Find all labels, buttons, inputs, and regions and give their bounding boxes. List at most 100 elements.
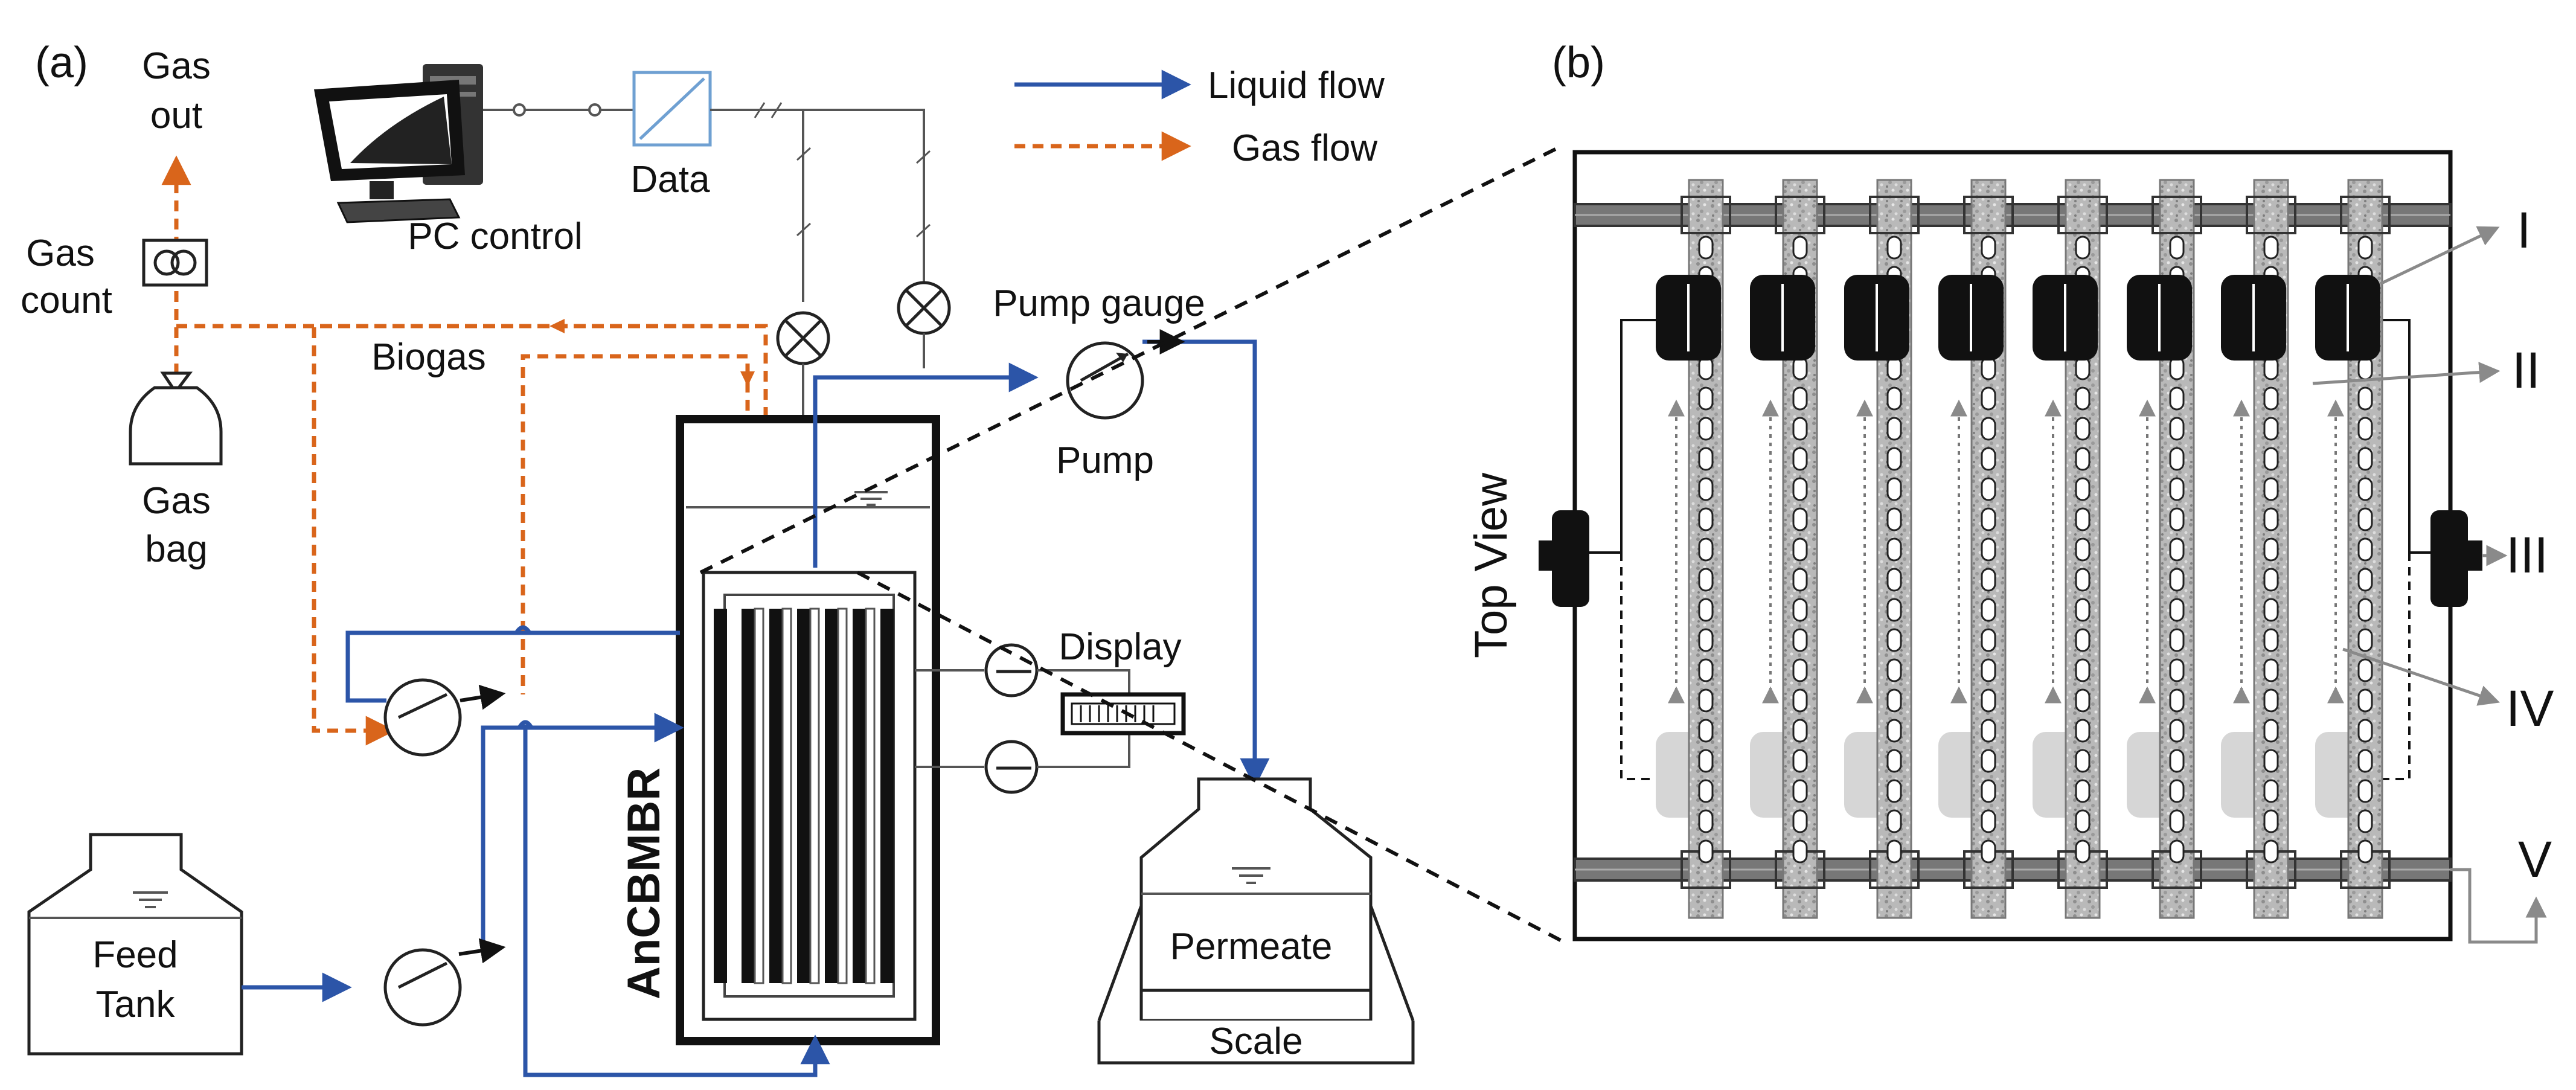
strip-hole bbox=[1886, 658, 1902, 682]
gas-out-label-2: out bbox=[150, 95, 202, 136]
strip-hole bbox=[1698, 507, 1714, 531]
strip-hole bbox=[1792, 356, 1808, 380]
strip-hole bbox=[2263, 386, 2279, 411]
zoom-line-bottom bbox=[856, 571, 1565, 944]
strip-hole bbox=[2357, 628, 2373, 652]
label-IV: IV bbox=[2506, 680, 2554, 737]
feed-pump-arrow bbox=[458, 938, 506, 964]
strip-hole bbox=[1698, 598, 1714, 622]
label-III: III bbox=[2506, 527, 2548, 583]
strip-hole bbox=[2075, 568, 2091, 592]
strip-hole bbox=[1981, 598, 1996, 622]
biogas-recycle-line bbox=[312, 324, 766, 746]
strip-hole bbox=[2263, 779, 2279, 803]
strip-hole bbox=[1981, 447, 1996, 471]
legend-liquid-label: Liquid flow bbox=[1208, 65, 1385, 106]
label-II: II bbox=[2512, 342, 2540, 399]
strip-hole bbox=[1886, 688, 1902, 713]
strip-hole bbox=[1981, 568, 1996, 592]
strip-hole bbox=[2169, 809, 2185, 833]
gas-count-label: Gas bbox=[26, 232, 95, 274]
strip-hole bbox=[1698, 568, 1714, 592]
gauge-connectors bbox=[915, 669, 984, 768]
strip-hole bbox=[2263, 688, 2279, 713]
dashed-wires bbox=[1620, 553, 2411, 780]
strip-hole bbox=[2169, 779, 2185, 803]
strip-hole bbox=[2169, 749, 2185, 773]
legend: Liquid flow Gas flow bbox=[1014, 65, 1385, 169]
feed-tank-label: Feed bbox=[92, 934, 178, 976]
strip-hole bbox=[2075, 507, 2091, 531]
valve-1 bbox=[776, 311, 830, 365]
strip-hole bbox=[1792, 809, 1808, 833]
strip-hole bbox=[2263, 719, 2279, 743]
strip-clamp bbox=[1869, 196, 1920, 234]
strip-hole bbox=[1698, 779, 1714, 803]
wire-ticks bbox=[754, 102, 931, 238]
strip-hole bbox=[2169, 719, 2185, 743]
scale-label: Scale bbox=[1209, 1021, 1302, 1062]
strip-hole bbox=[2169, 417, 2185, 441]
gas-out-label: Gas bbox=[142, 45, 211, 87]
membrane-modules bbox=[714, 608, 894, 984]
strip-hole bbox=[1698, 477, 1714, 501]
strip-hole bbox=[1981, 839, 1996, 864]
strip-hole bbox=[2263, 628, 2279, 652]
legend-gas-label: Gas flow bbox=[1232, 127, 1377, 169]
strip-hole bbox=[1981, 749, 1996, 773]
strip-hole bbox=[2169, 386, 2185, 411]
recirc-pump-arrow bbox=[460, 684, 506, 710]
panel-a-tag: (a) bbox=[35, 39, 88, 87]
strip-hole bbox=[1886, 779, 1902, 803]
strip-hole bbox=[1698, 719, 1714, 743]
strip-hole bbox=[2075, 809, 2091, 833]
gas-arrow-marker bbox=[549, 319, 565, 333]
strip-hole bbox=[1886, 749, 1902, 773]
strip-hole bbox=[1792, 719, 1808, 743]
strip-hole bbox=[2263, 537, 2279, 562]
strip-hole bbox=[2357, 537, 2373, 562]
strip-hole bbox=[2075, 386, 2091, 411]
callout-line-5 bbox=[2450, 868, 2547, 944]
permeate-pump bbox=[1066, 341, 1144, 420]
strip-hole bbox=[1886, 719, 1902, 743]
strip-hole bbox=[2357, 809, 2373, 833]
strip-hole bbox=[2075, 779, 2091, 803]
strip-hole bbox=[2263, 839, 2279, 864]
strip-hole bbox=[1886, 356, 1902, 380]
strip-clamp bbox=[2340, 196, 2391, 234]
strip-hole bbox=[1981, 507, 1996, 531]
strip-hole bbox=[2357, 386, 2373, 411]
strip-hole bbox=[2075, 688, 2091, 713]
strip-hole bbox=[1792, 537, 1808, 562]
strip-hole bbox=[1698, 809, 1714, 833]
strip-hole bbox=[1886, 568, 1902, 592]
strip-hole bbox=[1886, 809, 1902, 833]
scale bbox=[1097, 905, 1415, 1065]
strip-clamp bbox=[1775, 196, 1825, 234]
feed-tank-label-2: Tank bbox=[96, 984, 176, 1025]
strip-hole bbox=[1698, 236, 1714, 260]
recirc-return-line bbox=[523, 725, 830, 1077]
strip-hole bbox=[1792, 386, 1808, 411]
permeate-suction-line bbox=[813, 362, 1039, 568]
panel-b-tag: (b) bbox=[1552, 39, 1605, 87]
strip-hole bbox=[1886, 447, 1902, 471]
strip-hole bbox=[2075, 356, 2091, 380]
callout-line-4 bbox=[2342, 647, 2500, 706]
strip-hole bbox=[2075, 658, 2091, 682]
strip-hole bbox=[2357, 568, 2373, 592]
strip-hole bbox=[1886, 417, 1902, 441]
strip-hole bbox=[2357, 507, 2373, 531]
strip-hole bbox=[2357, 417, 2373, 441]
strip-hole bbox=[1698, 537, 1714, 562]
recirc-line-top bbox=[345, 630, 680, 703]
right-connector bbox=[2430, 510, 2482, 607]
strip-clamp bbox=[2246, 196, 2296, 234]
strip-hole bbox=[1792, 598, 1808, 622]
strip-hole bbox=[2263, 658, 2279, 682]
pressure-gauge-2 bbox=[984, 740, 1039, 794]
gas-bag bbox=[129, 371, 223, 466]
line-hop bbox=[517, 720, 534, 729]
strip-hole bbox=[1886, 839, 1902, 864]
